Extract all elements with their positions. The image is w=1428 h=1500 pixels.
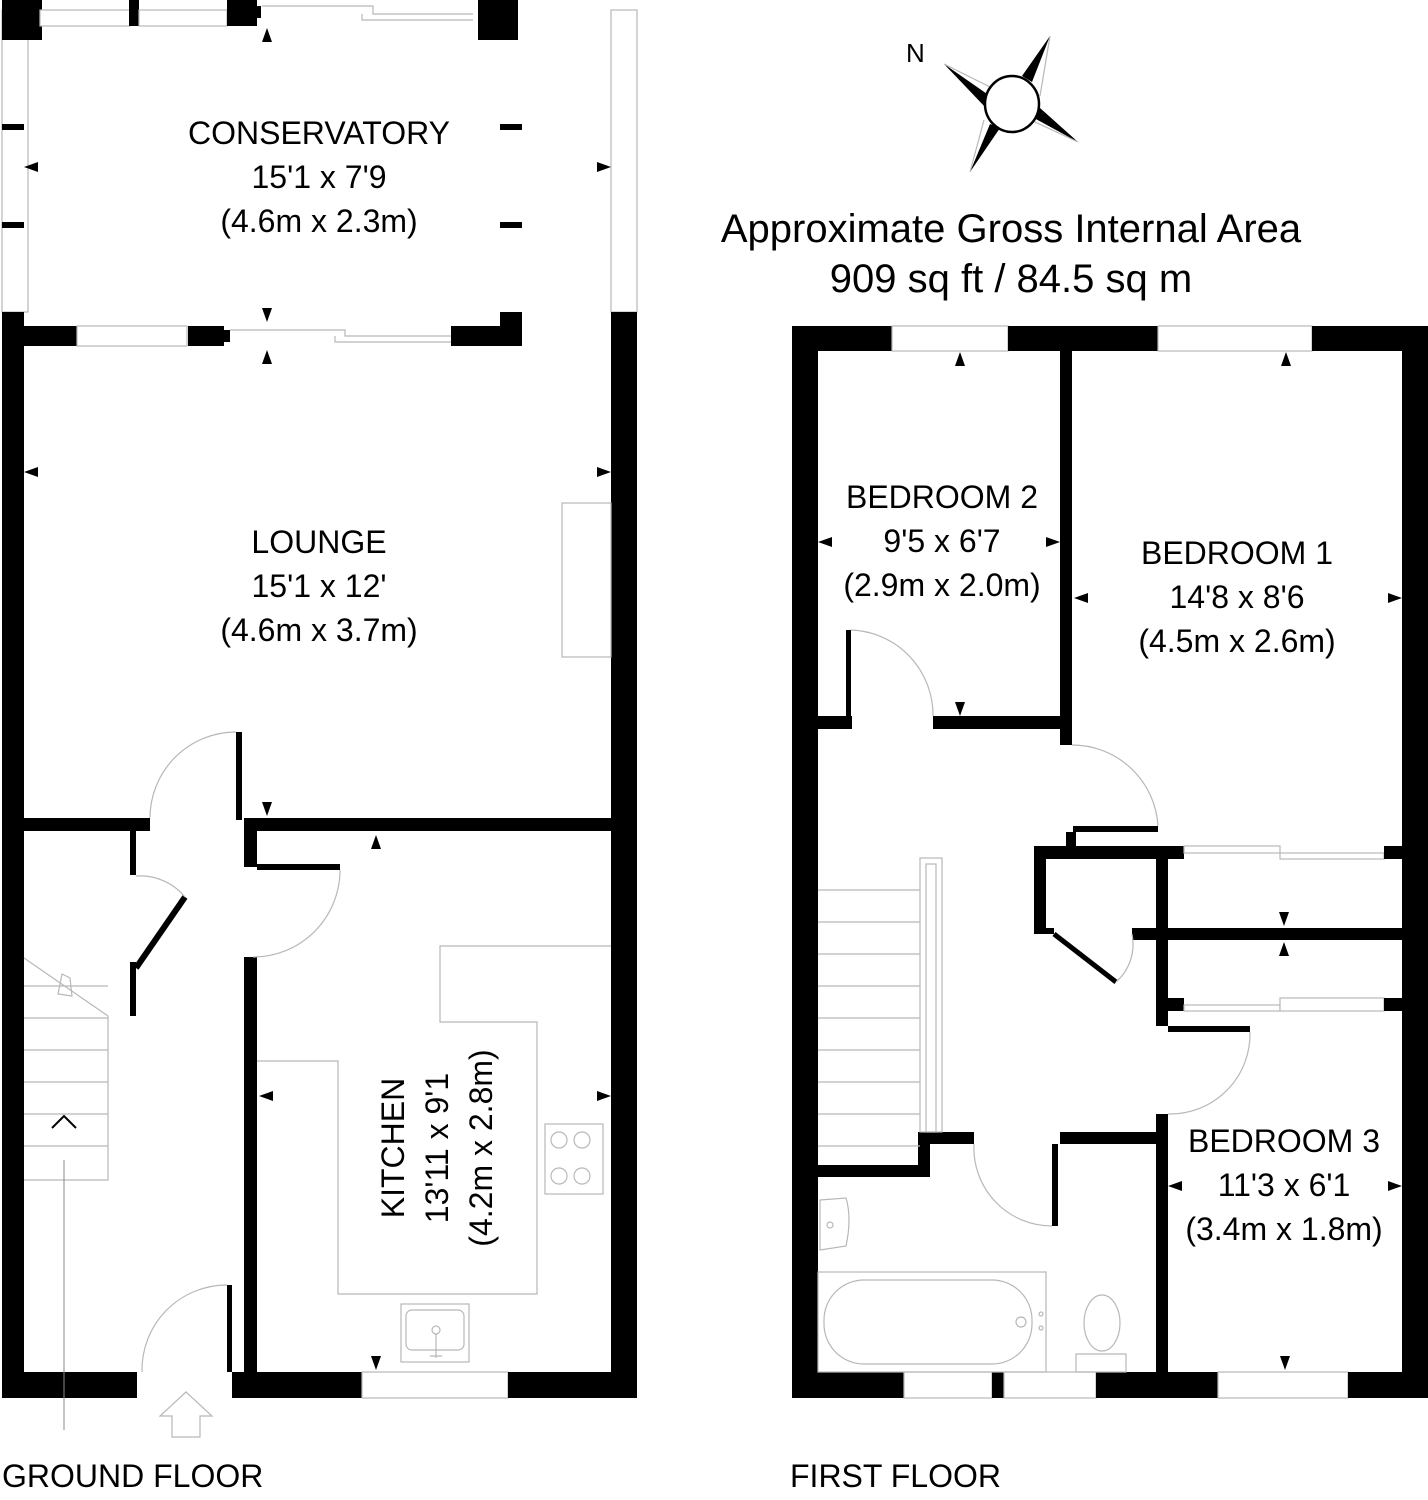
dimension-markers-first [818, 352, 1402, 1370]
cupboard-door-swing-ff[interactable] [1115, 933, 1134, 983]
bathroom-window-2 [1003, 1371, 1097, 1399]
conservatory-west-glazing [1, 9, 29, 313]
room-bedroom2: BEDROOM 2 9'5 x 6'7 (2.9m x 2.0m) [843, 479, 1040, 603]
sink-icon [400, 1303, 470, 1363]
hob-icon [544, 1123, 604, 1195]
stairs-up-arrow-icon [51, 1114, 77, 1129]
bathroom-window-1 [903, 1371, 993, 1399]
room-lounge: LOUNGE 15'1 x 12' (4.6m x 3.7m) [220, 524, 417, 648]
washbasin-icon [819, 1197, 850, 1251]
lounge-door-swing[interactable] [149, 731, 237, 819]
bedroom1-name: BEDROOM 1 [1141, 535, 1333, 571]
dimension-markers-ground [24, 28, 611, 1370]
bedroom1-door-swing[interactable] [1071, 744, 1159, 827]
toilet-icon [1083, 1294, 1121, 1352]
compass-icon: N [906, 35, 1079, 173]
first-floor-stairs [818, 857, 943, 1147]
conservatory-walls [1, 0, 638, 313]
kitchen-metric: (4.2m x 2.8m) [463, 1049, 499, 1246]
room-kitchen: KITCHEN 13'11 x 9'1 (4.2m x 2.8m) [375, 1049, 499, 1246]
bedroom2-imperial: 9'5 x 6'7 [883, 523, 1000, 559]
ground-floor-stairs [23, 957, 109, 1430]
room-bedroom1: BEDROOM 1 14'8 x 8'6 (4.5m x 2.6m) [1138, 535, 1335, 659]
area-title: Approximate Gross Internal Area [721, 207, 1302, 251]
kitchen-door-swing[interactable] [252, 869, 341, 958]
bedroom2-door-swing[interactable] [850, 629, 934, 717]
bedroom2-window [891, 325, 1009, 352]
ground-floor-label: GROUND FLOOR [2, 1458, 263, 1494]
conservatory-metric: (4.6m x 2.3m) [220, 203, 417, 239]
bedroom2-name: BEDROOM 2 [846, 479, 1038, 515]
ground-floor-doors[interactable] [135, 731, 341, 1373]
fireplace [561, 502, 612, 658]
room-conservatory: CONSERVATORY 15'1 x 7'9 (4.6m x 2.3m) [188, 115, 450, 239]
lounge-name: LOUNGE [251, 524, 386, 560]
bedroom3-metric: (3.4m x 1.8m) [1185, 1211, 1382, 1247]
lounge-imperial: 15'1 x 12' [252, 568, 387, 604]
kitchen-imperial: 13'11 x 9'1 [419, 1073, 455, 1223]
bedroom3-door-swing[interactable] [1167, 1031, 1251, 1115]
bedroom3-imperial: 11'3 x 6'1 [1218, 1167, 1351, 1203]
kitchen-window [361, 1371, 509, 1399]
ground-floor-plan: CONSERVATORY 15'1 x 7'9 (4.6m x 2.3m) LO… [1, 0, 638, 1494]
first-floor-walls [792, 325, 1428, 1399]
bedroom1-imperial: 14'8 x 8'6 [1170, 579, 1305, 615]
first-floor-plan: BEDROOM 2 9'5 x 6'7 (2.9m x 2.0m) BEDROO… [790, 325, 1428, 1494]
bathroom-door-swing[interactable] [973, 1143, 1053, 1227]
conservatory-east-glazing [610, 9, 638, 313]
bedroom3-name: BEDROOM 3 [1188, 1123, 1380, 1159]
area-summary: Approximate Gross Internal Area 909 sq f… [721, 207, 1302, 301]
area-value: 909 sq ft / 84.5 sq m [830, 257, 1192, 301]
cupboard-door-swing[interactable] [135, 875, 186, 898]
conservatory-imperial: 15'1 x 7'9 [252, 159, 387, 195]
kitchen-name: KITCHEN [375, 1078, 411, 1218]
conservatory-ne-pillar [478, 0, 518, 40]
kitchen-units [257, 502, 612, 1363]
room-bedroom3: BEDROOM 3 11'3 x 6'1 (3.4m x 1.8m) [1185, 1123, 1382, 1247]
first-floor-label: FIRST FLOOR [790, 1458, 1001, 1494]
bath-icon [817, 1271, 1047, 1373]
entrance-arrow-icon [158, 1391, 214, 1438]
bedroom1-metric: (4.5m x 2.6m) [1138, 623, 1335, 659]
conservatory-name: CONSERVATORY [188, 115, 450, 151]
bedroom2-metric: (2.9m x 2.0m) [843, 567, 1040, 603]
bedroom1-window [1157, 325, 1313, 352]
bedroom3-window [1217, 1371, 1349, 1399]
first-floor-doors[interactable] [850, 629, 1251, 1227]
lounge-window [76, 325, 188, 347]
bathroom-fixtures [817, 1197, 1127, 1373]
compass-north-label: N [906, 38, 925, 68]
entrance-door-swing[interactable] [141, 1284, 228, 1373]
ground-floor-walls [2, 312, 637, 1399]
lounge-metric: (4.6m x 3.7m) [220, 612, 417, 648]
